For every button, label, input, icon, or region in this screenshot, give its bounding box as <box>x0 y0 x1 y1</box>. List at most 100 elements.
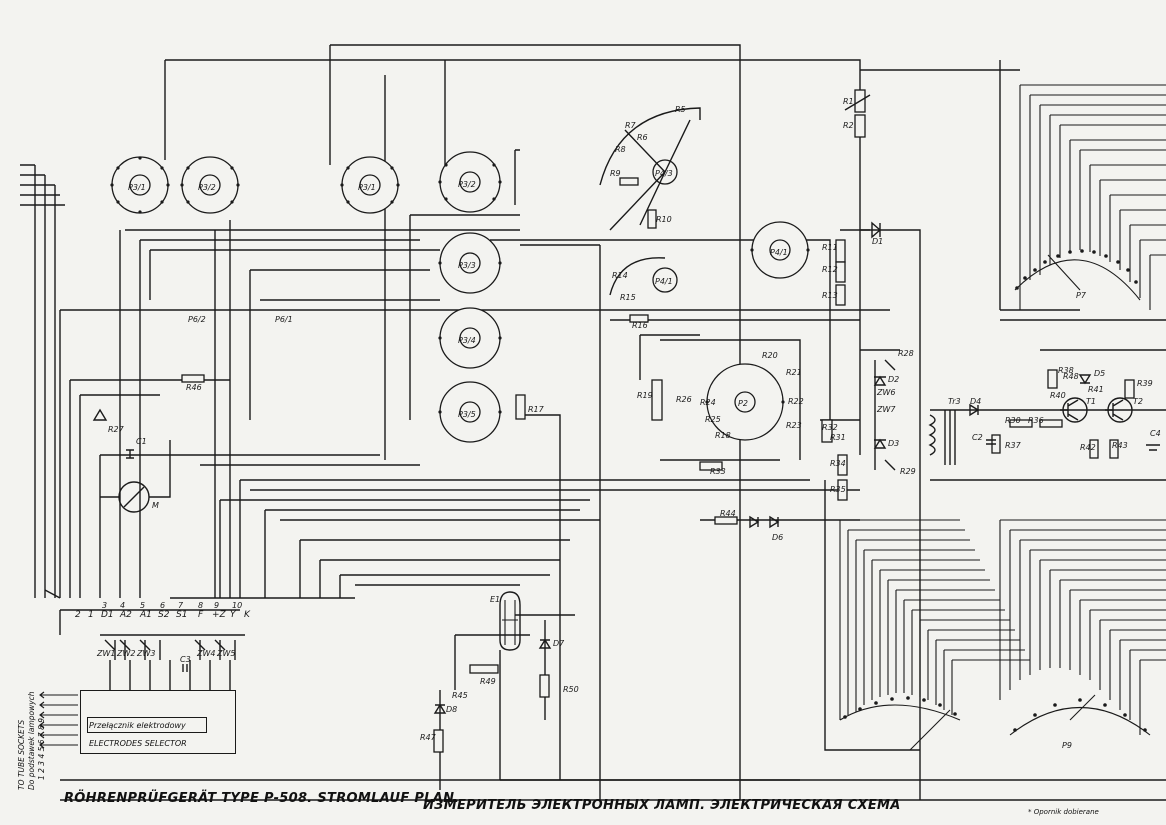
label-r26: R26 <box>676 395 692 404</box>
label-r47: R47 <box>420 733 437 742</box>
label-r29: R29 <box>900 467 916 476</box>
bus-fan-top <box>999 60 1166 311</box>
label-t2: T2 <box>1133 397 1143 406</box>
label-r22: R22 <box>788 397 804 406</box>
p4-3-fan <box>599 107 701 296</box>
selector-inner-box <box>87 717 207 733</box>
terminal-label: +Z <box>212 610 227 620</box>
label-p4-1: P4/1 <box>655 277 673 286</box>
label-p7: P7 <box>1076 291 1087 300</box>
label-r35: R35 <box>830 485 846 494</box>
terminal-label: K <box>244 610 251 620</box>
label-r24: R24 <box>700 398 716 407</box>
label-r13: R13 <box>822 291 838 300</box>
terminal-block <box>44 589 245 690</box>
bus-fan-bottom <box>824 480 1166 751</box>
resistors <box>181 89 1135 753</box>
label-p3-4: P3/4 <box>458 336 476 345</box>
label-r11: R11 <box>822 243 838 252</box>
label-r10: R10 <box>656 215 672 224</box>
label-r30: R30 <box>1005 416 1021 425</box>
terminal-num: 8 <box>198 601 203 610</box>
label-r7: R7 <box>625 121 637 130</box>
label-zw3: ZW3 <box>136 649 155 658</box>
label-r39: R39 <box>1137 379 1153 388</box>
label-r20: R20 <box>762 351 778 360</box>
label-d8: D8 <box>446 705 457 714</box>
electrode-arrows <box>39 691 78 749</box>
label-p4-3: P4/3 <box>655 169 673 178</box>
terminal-label: A1 <box>139 610 152 620</box>
selector-label-english: ELECTRODES SELECTOR <box>89 739 187 748</box>
label-p3-1b: P3/1 <box>358 183 376 192</box>
switch-pins <box>110 156 1147 732</box>
label-r9: R9 <box>610 169 621 178</box>
label-r25: R25 <box>705 415 721 424</box>
terminal-num: 10 <box>232 601 242 610</box>
label-zw5: ZW5 <box>216 649 235 658</box>
label-r31: R31 <box>830 433 846 442</box>
title-german: RÖHRENPRÜFGERÄT TYPE P-508. STROMLAUF PL… <box>64 791 460 806</box>
label-t1: T1 <box>1086 397 1096 406</box>
label-r33: R33 <box>710 467 726 476</box>
label-r2: R2 <box>843 121 854 130</box>
wiring <box>20 44 1166 801</box>
label-p9: P9 <box>1062 741 1072 750</box>
label-r27: R27 <box>108 425 125 434</box>
label-r50: R50 <box>563 685 579 694</box>
terminal-label: S2 <box>158 610 170 620</box>
label-d7: D7 <box>553 639 565 648</box>
label-d3: D3 <box>888 439 899 448</box>
label-r49: R49 <box>480 677 496 686</box>
label-p3-2b: P3/2 <box>458 180 476 189</box>
label-r36: R36 <box>1028 416 1044 425</box>
label-p3-1: P3/1 <box>128 183 146 192</box>
label-r40: R40 <box>1050 391 1066 400</box>
side-label-socket-numbers: 1 2 3 4 5 6 7 8 9 <box>37 717 46 780</box>
label-zw7: ZW7 <box>876 405 896 414</box>
terminal-num: 3 <box>102 601 107 610</box>
terminal-labels: 2 1 D1 A2 A1 S2 S1 F +Z Y K 3 4 5 6 7 8 … <box>75 601 251 620</box>
label-r45: R45 <box>452 691 468 700</box>
label-c1: C1 <box>136 437 147 446</box>
label-zw2: ZW2 <box>116 649 135 658</box>
label-r21: R21 <box>786 368 802 377</box>
label-p3-5: P3/5 <box>458 410 476 419</box>
side-label-tube-sockets: TO TUBE SOCKETS <box>17 719 26 790</box>
label-e1: E1 <box>490 595 500 604</box>
label-p3-2: P3/2 <box>198 183 216 192</box>
terminal-label: D1 <box>101 610 114 620</box>
label-c3: C3 <box>180 655 191 664</box>
label-r46: R46 <box>186 383 202 392</box>
label-r6: R6 <box>637 133 648 142</box>
electrodes-selector-box: Przełącznik elektrodowy ELECTRODES SELEC… <box>80 690 236 754</box>
label-p2: P2 <box>738 399 748 408</box>
label-d5: D5 <box>1094 369 1105 378</box>
label-zw6: ZW6 <box>876 388 895 397</box>
label-p6-2: P6/2 <box>188 315 206 324</box>
terminal-label: 1 <box>88 610 94 620</box>
terminal-num: 7 <box>178 601 184 610</box>
label-r19: R19 <box>637 391 653 400</box>
label-r1: R1 <box>843 97 854 106</box>
label-d1: D1 <box>872 237 883 246</box>
label-r41: R41 <box>1088 385 1104 394</box>
label-r28: R28 <box>898 349 914 358</box>
label-p3-3: P3/3 <box>458 261 476 270</box>
side-label-polish-sockets: Do podstawek lampowych <box>27 691 36 790</box>
terminal-num: 5 <box>140 601 145 610</box>
label-r43: R43 <box>1112 441 1128 450</box>
terminal-label: Y <box>230 610 237 620</box>
active-components <box>92 94 1160 714</box>
label-d2: D2 <box>888 375 899 384</box>
terminal-num: 6 <box>160 601 165 610</box>
title-russian: ИЗМЕРИТЕЛЬ ЭЛЕКТРОННЫХ ЛАМП. ЭЛЕКТРИЧЕСК… <box>423 798 901 813</box>
label-r8: R8 <box>615 145 626 154</box>
label-r17: R17 <box>528 405 545 414</box>
label-r34: R34 <box>830 459 846 468</box>
component-labels: P3/1 P3/2 P3/1 P3/2 P3/3 P3/4 P3/5 P4/3 … <box>96 97 1161 750</box>
label-zw4: ZW4 <box>196 649 215 658</box>
label-zw1: ZW1 <box>96 649 115 658</box>
